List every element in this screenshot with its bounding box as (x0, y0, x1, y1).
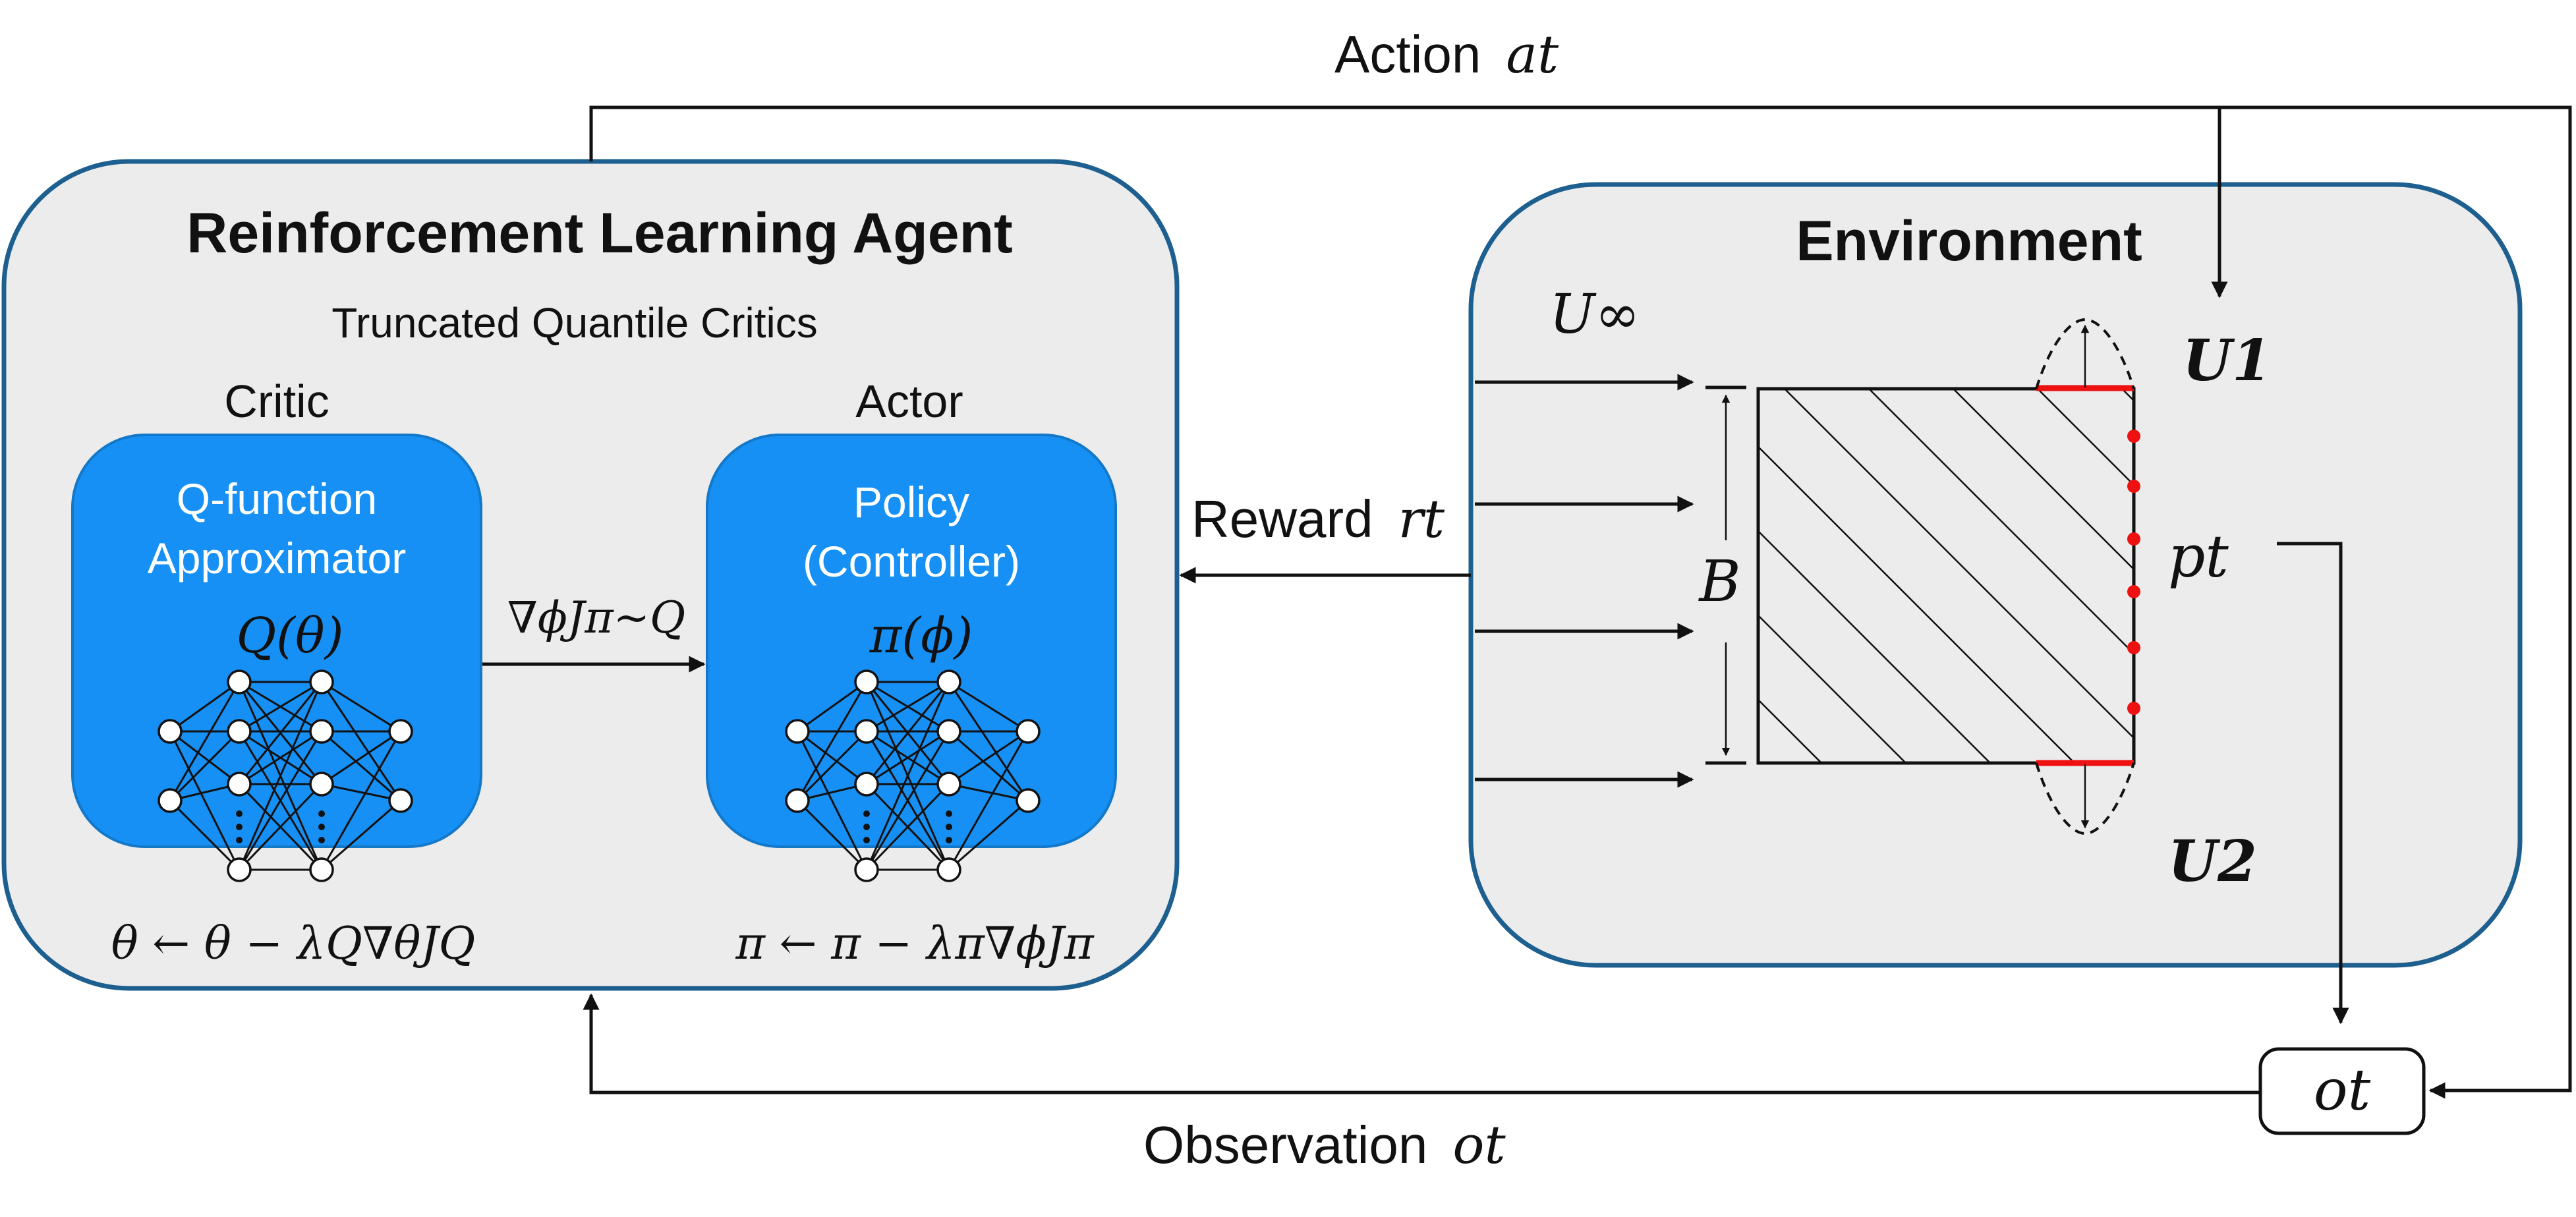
critic-formula: Q(θ) (237, 608, 344, 664)
critic-box-title-line1: Q-function (177, 474, 377, 523)
agent-title: Reinforcement Learning Agent (186, 202, 1013, 265)
u1-label: U1 (2183, 327, 2272, 394)
actor-box-title-line2: (Controller) (803, 537, 1020, 586)
critic-update-rule: θ ← θ − λQ∇θJQ (111, 918, 476, 970)
action-label: Action at (1334, 24, 1559, 85)
environment-title: Environment (1796, 210, 2142, 273)
actor-formula: π(ϕ) (869, 608, 973, 664)
critic-box-title-line2: Approximator (148, 534, 407, 582)
u2-label: U2 (2168, 828, 2257, 895)
observation-label: Observation ot (1143, 1114, 1506, 1175)
pressure-label: pt (2168, 523, 2229, 590)
actor-update-rule: π ← π − λπ∇ϕJπ (735, 918, 1095, 970)
freestream-label: U∞ (1549, 283, 1640, 346)
pressure-to-observation-arrow (2277, 542, 2349, 1025)
observation-arrow (583, 993, 2260, 1094)
critic-box (71, 434, 482, 848)
bottom-jet-envelope (2035, 762, 2135, 835)
action-connector (589, 105, 2572, 1099)
reward-label: Reward rt (1191, 488, 1445, 550)
observation-box-label: ot (2314, 1058, 2371, 1123)
width-label: B (1698, 549, 1740, 615)
top-jet-envelope (2035, 318, 2135, 389)
gradient-label: ∇ϕJπ~Q (507, 592, 685, 643)
actor-box (706, 434, 1117, 848)
hatched-square-body-icon (1756, 387, 2136, 765)
pressure-probes (2127, 430, 2140, 715)
neural-network-icon (785, 669, 1041, 882)
neural-network-icon (157, 669, 413, 882)
agent-subtitle: Truncated Quantile Critics (331, 299, 817, 347)
actor-label: Actor (855, 376, 963, 427)
critic-label: Critic (224, 376, 329, 427)
actor-box-title-line1: Policy (853, 478, 969, 526)
